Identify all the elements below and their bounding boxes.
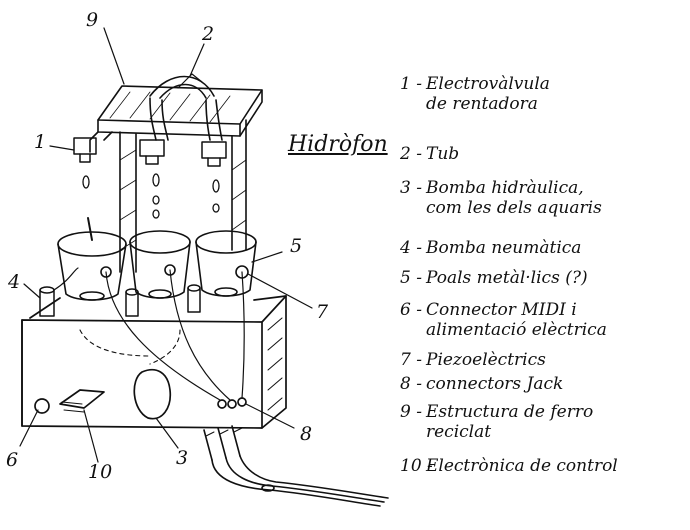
callout-5: 5 bbox=[290, 235, 302, 257]
callout-1: 1 bbox=[34, 131, 46, 153]
callout-8: 8 bbox=[300, 423, 312, 445]
metal-buckets bbox=[57, 230, 257, 301]
legend-item-3: 3 -Bomba hidràulica, com les dels aquari… bbox=[400, 178, 602, 218]
legend-item-2: 2 -Tub bbox=[400, 144, 460, 164]
legend-item-1: 1 -Electrovàlvula de rentadora bbox=[400, 74, 550, 114]
legend-item-7: 7 -Piezoelèctrics bbox=[400, 350, 546, 370]
tube-top bbox=[149, 73, 223, 141]
base-box bbox=[21, 269, 287, 429]
legend-item-9: 9 -Estructura de ferro reciclat bbox=[400, 402, 594, 442]
solenoid-valves bbox=[73, 137, 227, 167]
callout-2: 2 bbox=[201, 23, 214, 45]
callout-6: 6 bbox=[6, 449, 18, 471]
legend-item-4: 4 -Bomba neumàtica bbox=[400, 238, 582, 258]
legend-item-6: 6 -Connector MIDI i alimentació elèctric… bbox=[400, 300, 607, 340]
legend-item-5: 5 -Poals metàl·lics (?) bbox=[400, 268, 588, 288]
callout-3: 3 bbox=[176, 447, 188, 469]
callout-7: 7 bbox=[316, 301, 329, 323]
callout-lines bbox=[19, 27, 313, 463]
water-drops bbox=[82, 173, 220, 241]
callout-numbers: 9 2 1 4 5 7 6 10 3 8 bbox=[6, 9, 329, 483]
diagram-title: Hidròfon bbox=[288, 132, 388, 157]
callout-4: 4 bbox=[7, 271, 20, 293]
iron-frame bbox=[89, 85, 263, 273]
callout-10: 10 bbox=[88, 461, 112, 483]
callout-9: 9 bbox=[86, 9, 98, 31]
legend-item-10: 10 -Electrònica de control bbox=[400, 456, 618, 476]
legend-item-8: 8 -connectors Jack bbox=[400, 374, 564, 394]
jack-cables bbox=[203, 425, 389, 507]
